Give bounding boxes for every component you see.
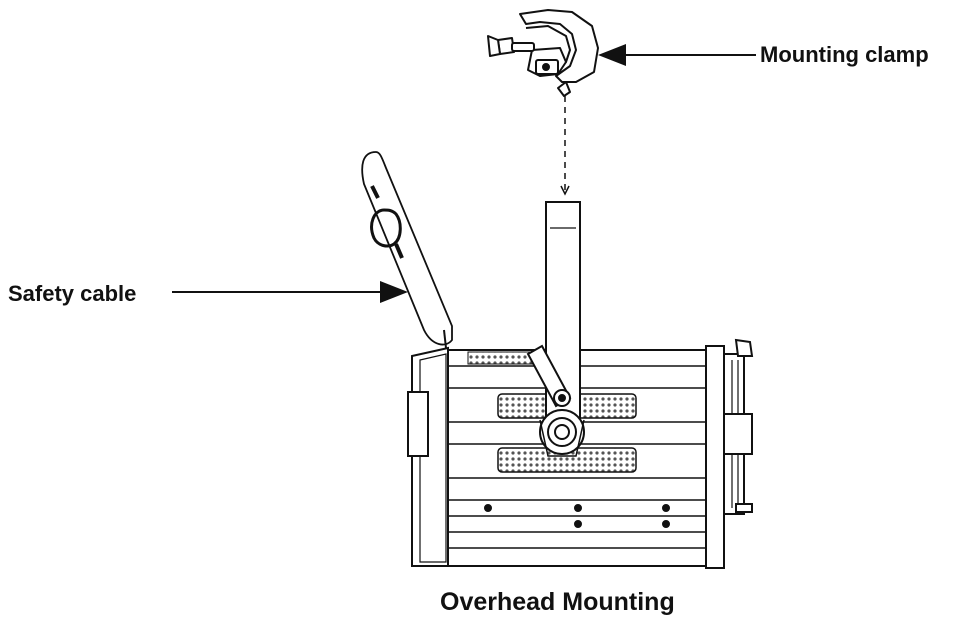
safety-cable-icon (361, 151, 453, 349)
guide-arrowhead (560, 185, 570, 196)
cable-pointer-arrow (172, 281, 408, 303)
fixture-yoke-icon (526, 201, 585, 457)
mounting-clamp-label: Mounting clamp (760, 42, 929, 67)
diagram-caption: Overhead Mounting (440, 588, 675, 616)
clamp-pointer-arrow (598, 44, 756, 66)
safety-cable-label: Safety cable (8, 281, 137, 306)
mounting-clamp-icon (487, 9, 599, 97)
